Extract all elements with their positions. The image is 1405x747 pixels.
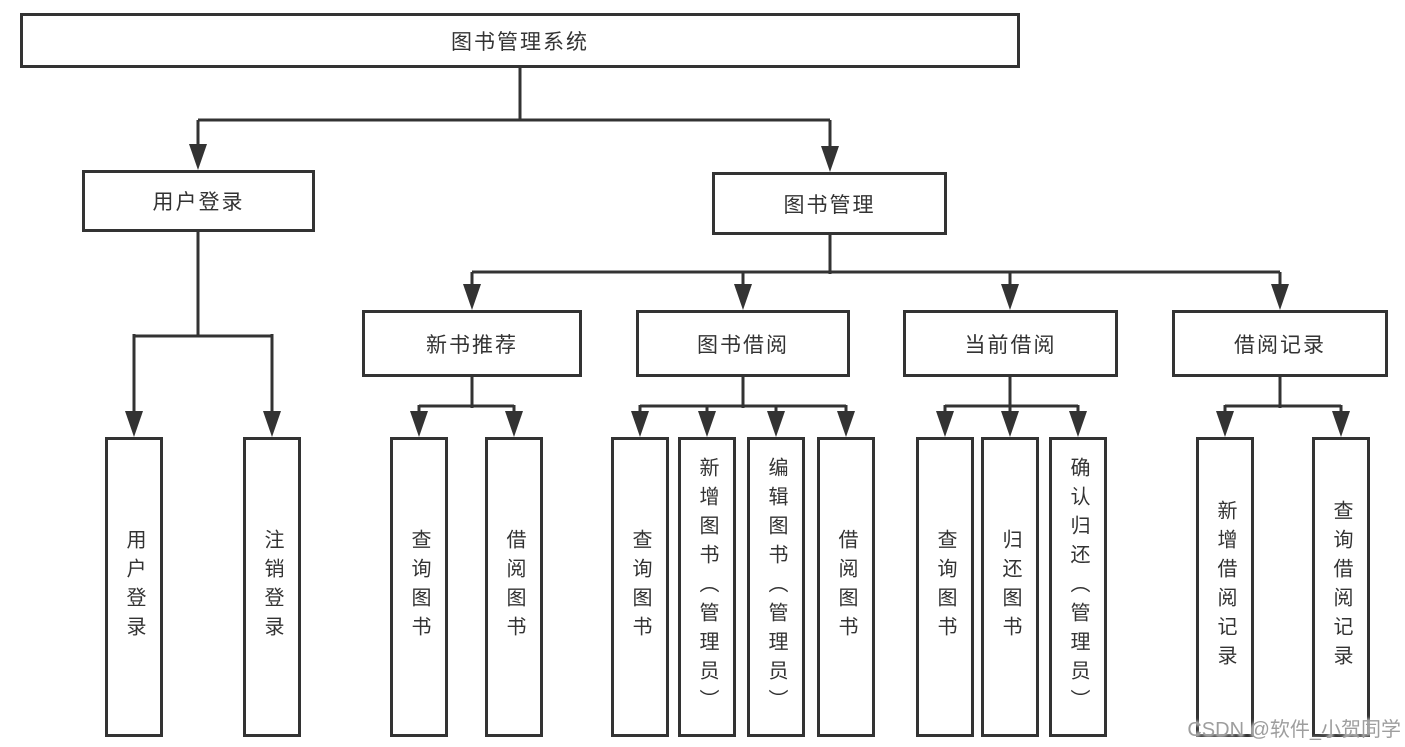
leaf-query-borrow-record: 查询借阅记录 [1312,437,1370,737]
node-current-borrowing: 当前借阅 [903,310,1118,377]
leaf-add-borrow-record: 新增借阅记录 [1196,437,1254,737]
node-book-borrowing: 图书借阅 [636,310,850,377]
leaf-label: 查询图书 [408,529,430,645]
leaf-add-books-admin: 新增图书（管理员） [678,437,736,737]
leaf-label: 确认归还（管理员） [1067,456,1089,718]
leaf-borrow-books: 借阅图书 [817,437,875,737]
node-library-management-system: 图书管理系统 [20,13,1020,68]
leaf-label: 新增图书（管理员） [696,456,718,718]
leaf-confirm-return-admin: 确认归还（管理员） [1049,437,1107,737]
leaf-label: 查询借阅记录 [1330,500,1352,674]
node-book-management: 图书管理 [712,172,947,235]
leaf-label: 借阅图书 [835,529,857,645]
leaf-label: 编辑图书（管理员） [765,456,787,718]
leaf-edit-books-admin: 编辑图书（管理员） [747,437,805,737]
leaf-query-books-current: 查询图书 [916,437,974,737]
leaf-borrow-books-recommend: 借阅图书 [485,437,543,737]
node-borrowing-records: 借阅记录 [1172,310,1388,377]
leaf-label: 查询图书 [934,529,956,645]
leaf-logout: 注销登录 [243,437,301,737]
leaf-label: 借阅图书 [503,529,525,645]
leaf-query-books-recommend: 查询图书 [390,437,448,737]
leaf-label: 归还图书 [999,529,1021,645]
leaf-return-books: 归还图书 [981,437,1039,737]
node-new-book-recommendation: 新书推荐 [362,310,582,377]
arrowheads [125,144,1350,437]
node-user-login: 用户登录 [82,170,315,232]
leaf-user-login: 用户登录 [105,437,163,737]
csdn-watermark: CSDN @软件_小贺同学 [1187,719,1401,741]
leaf-label: 查询图书 [629,529,651,645]
leaf-label: 注销登录 [261,529,283,645]
leaf-label: 新增借阅记录 [1214,500,1236,674]
leaf-label: 用户登录 [123,529,145,645]
leaf-query-books-borrow: 查询图书 [611,437,669,737]
